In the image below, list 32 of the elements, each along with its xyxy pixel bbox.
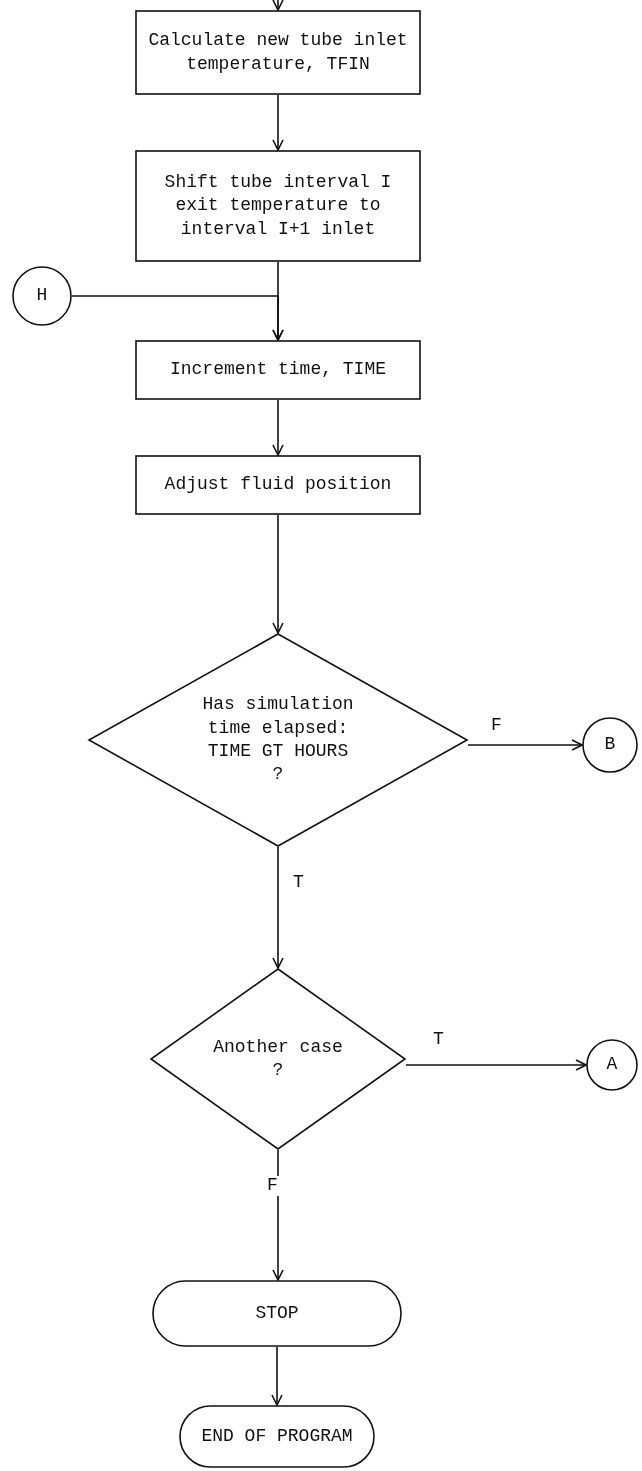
node-text: A <box>605 1053 619 1077</box>
connector-circle <box>12 266 72 326</box>
arrow <box>71 295 284 341</box>
node-text: STOP <box>254 1301 300 1325</box>
arrow <box>272 0 284 11</box>
connector-circle <box>582 717 638 773</box>
node-text: B <box>603 733 617 757</box>
arrow <box>272 514 284 634</box>
node-text: H <box>35 284 49 308</box>
node-text: Calculate new tube inlet temperature, TFIN <box>147 29 409 76</box>
arrow <box>271 1346 283 1406</box>
terminal-box <box>179 1405 375 1468</box>
node-text: Has simulation time elapsed: TIME GT HOURS ? <box>201 693 355 787</box>
arrow <box>272 399 284 456</box>
process-box <box>135 10 421 95</box>
process-box <box>135 150 421 262</box>
arrow <box>272 1149 284 1281</box>
decision-diamond <box>150 968 406 1150</box>
arrow <box>272 94 284 151</box>
node-text: Adjust fluid position <box>163 473 393 497</box>
node-text: END OF PROGRAM <box>200 1424 354 1448</box>
node-text: Increment time, TIME <box>168 358 387 382</box>
node-text: Shift tube interval I exit temperature to interval I+1 inlet <box>163 170 393 241</box>
process-box <box>135 455 421 515</box>
process-box <box>135 340 421 400</box>
arrow <box>467 739 583 751</box>
arrow <box>272 846 284 969</box>
decision-diamond <box>88 633 468 847</box>
connector-circle <box>586 1039 638 1091</box>
node-text: Another case ? <box>212 1035 344 1082</box>
terminal-box <box>152 1280 402 1347</box>
arrow <box>405 1059 587 1071</box>
